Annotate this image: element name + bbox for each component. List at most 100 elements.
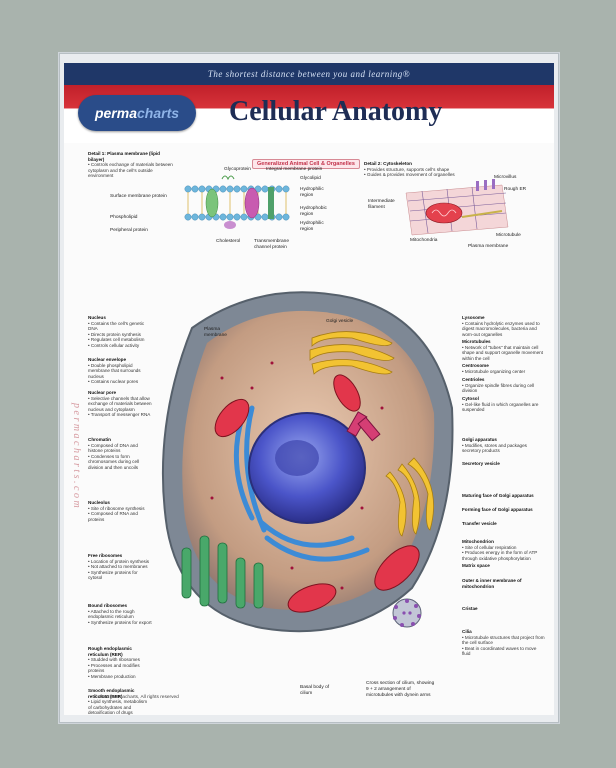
label-transmembrane: Transmembrane channel protein	[254, 239, 290, 250]
left-annotation-heading: Chromatin	[88, 437, 111, 442]
left-annotation-text: • Selective channels that allow exchange…	[88, 395, 152, 418]
left-annotation-text: • Attached to the rough endoplasmic reti…	[88, 608, 152, 625]
right-annotation-heading: Lysosome	[462, 315, 485, 320]
tagline-bar: The shortest distance between you and le…	[64, 63, 554, 85]
right-annotation-heading: Cytosol	[462, 396, 479, 401]
left-annotation-block: Chromatin• Composed of DNA and histone p…	[88, 437, 152, 471]
left-annotation-text: • Location of protein synthesis • Not at…	[88, 558, 150, 581]
right-annotation-block: Secretory vesicle	[462, 461, 546, 467]
right-annotation-heading: Transfer vesicle	[462, 521, 497, 526]
label-phospholipid: Phospholipid	[110, 215, 138, 220]
left-annotation-block: Nucleolus• Site of ribosome synthesis • …	[88, 500, 152, 522]
right-annotation-heading: Matrix space	[462, 563, 490, 568]
left-annotation-block: Nuclear envelope• Double phospholipid me…	[88, 357, 152, 385]
right-annotation-heading: Maturing face of Golgi apparatus	[462, 493, 534, 498]
left-annotation-heading: Smooth endoplasmic reticulum (SER)	[88, 688, 135, 699]
right-annotation-heading: Outer & inner membrane of mitochondrion	[462, 578, 522, 589]
right-annotation-text: • Microtubule structures that project fr…	[462, 634, 545, 657]
right-annotation-block: Forming face of Golgi apparatus	[462, 507, 546, 513]
right-annotation-text: • Gel-like fluid in which organelles are…	[462, 401, 539, 413]
right-annotation-block: Cilia• Microtubule structures that proje…	[462, 629, 546, 657]
label-mitochondria-detail: Mitochondria	[410, 238, 438, 243]
left-annotation-text: • Lipid synthesis, metabolism of carbohy…	[88, 699, 148, 715]
label-basal-body: Basal body of cilium	[300, 685, 330, 696]
label-cholesterol: Cholesterol	[216, 239, 241, 244]
right-annotation-block: Centrosome• Microtubule organizing cente…	[462, 363, 546, 374]
right-annotation-text: • Modifies, stores and packages secretor…	[462, 442, 527, 454]
right-annotation-block: Outer & inner membrane of mitochondrion	[462, 578, 546, 589]
detail2-desc: • Provides structure, supports cell's sh…	[364, 166, 455, 178]
right-annotation-heading: Forming face of Golgi apparatus	[462, 507, 533, 512]
left-annotation-block: Nucleus• Contains the cell's genetic DNA…	[88, 315, 152, 349]
detail2-text: Detail 2: Cytoskeleton • Provides struct…	[364, 161, 460, 178]
label-integral: Integral membrane protein	[266, 167, 323, 172]
label-microvillus: Microvillus	[494, 175, 517, 180]
left-annotation-heading: Nuclear pore	[88, 390, 117, 395]
chart-card: The shortest distance between you and le…	[64, 63, 554, 715]
right-annotation-block: Cytosol• Gel-like fluid in which organel…	[462, 396, 546, 413]
right-annotation-block: Maturing face of Golgi apparatus	[462, 493, 546, 499]
detail1-text: Detail 1: Plasma membrane (lipid bilayer…	[88, 151, 176, 179]
detail2-heading: Detail 2: Cytoskeleton	[364, 161, 412, 166]
vertical-brand: permacharts.com	[71, 403, 82, 511]
right-annotation-heading: Centrioles	[462, 377, 485, 382]
left-annotation-heading: Bound ribosomes	[88, 603, 128, 608]
label-rough-er-detail: Rough ER	[504, 187, 527, 192]
left-annotation-block: Rough endoplasmic reticulum (RER)• Studd…	[88, 646, 152, 680]
right-annotation-heading: Cristae	[462, 606, 478, 611]
right-annotation-block: Lysosome• Contains hydrolytic enzymes us…	[462, 315, 546, 337]
right-annotation-text: • Site of cellular respiration • Produce…	[462, 544, 538, 561]
left-annotation-text: • Studded with ribosomes • Processes and…	[88, 657, 140, 679]
left-annotation-heading: Rough endoplasmic reticulum (RER)	[88, 646, 132, 657]
label-golgi-vesicle: Golgi vesicle	[326, 319, 354, 324]
label-surface-protein: Surface membrane protein	[110, 194, 167, 199]
label-peripheral: Peripheral protein	[110, 228, 148, 233]
left-annotation-heading: Nuclear envelope	[88, 357, 127, 362]
label-plasma-membrane-detail: Plasma membrane	[468, 244, 509, 249]
right-annotation-block: Golgi apparatus• Modifies, stores and pa…	[462, 437, 546, 454]
right-annotation-heading: Mitochondrion	[462, 539, 494, 544]
right-annotation-text: • Contains hydrolytic enzymes used to di…	[462, 320, 540, 337]
right-annotation-text: • Network of "tubes" that maintain cell …	[462, 344, 543, 361]
label-plasma-membrane: Plasma membrane	[204, 327, 227, 338]
right-annotation-heading: Centrosome	[462, 363, 489, 368]
label-microtubule: Microtubule	[496, 233, 521, 238]
left-annotation-heading: Nucleolus	[88, 500, 110, 505]
logo-text-accent: charts	[137, 105, 180, 121]
detail1-desc: • Controls exchange of materials between…	[88, 162, 173, 179]
right-annotation-block: Microtubules• Network of "tubes" that ma…	[462, 339, 546, 361]
organelles-banner: Generalized Animal Cell & Organelles	[252, 159, 360, 169]
laminated-chart: The shortest distance between you and le…	[58, 52, 560, 724]
left-annotation-text: • Double phospholipid membrane that surr…	[88, 362, 141, 385]
right-annotation-block: Cristae	[462, 606, 546, 612]
label-glycolipid: Glycolipid	[300, 176, 321, 181]
animal-cell-illustration	[161, 291, 454, 633]
right-annotation-heading: Golgi apparatus	[462, 437, 497, 442]
label-glycoprotein: Glycoprotein	[224, 167, 251, 172]
right-annotation-heading: Microtubules	[462, 339, 491, 344]
page-title: Cellular Anatomy	[229, 96, 443, 127]
right-annotation-heading: Secretory vesicle	[462, 461, 500, 466]
right-annotation-block: Matrix space	[462, 563, 546, 569]
left-annotation-block: Bound ribosomes• Attached to the rough e…	[88, 603, 152, 625]
tagline: The shortest distance between you and le…	[207, 69, 411, 79]
left-annotation-block: Smooth endoplasmic reticulum (SER)• Lipi…	[88, 688, 152, 715]
cytoskeleton-illustration	[405, 179, 509, 236]
right-annotation-block: Transfer vesicle	[462, 521, 546, 527]
label-cilium-cross-section: Cross section of cilium, showing 9 + 2 a…	[366, 681, 435, 698]
left-annotation-text: • Site of ribosome synthesis • Composed …	[88, 505, 145, 522]
left-annotation-block: Free ribosomes• Location of protein synt…	[88, 553, 152, 581]
membrane-illustration	[184, 175, 290, 229]
right-annotation-text: • Microtubule organizing center	[462, 368, 526, 374]
label-hydrophilic-top: Hydrophilic region	[300, 187, 324, 198]
left-annotation-text: • Contains the cell's genetic DNA • Dire…	[88, 320, 145, 348]
right-annotation-block: Mitochondrion• Site of cellular respirat…	[462, 539, 546, 561]
right-annotation-text: • Organize spindle fibres during cell di…	[462, 382, 535, 394]
detail1-heading: Detail 1: Plasma membrane (lipid bilayer…	[88, 151, 160, 162]
label-hydrophobic: Hydrophobic region	[300, 206, 327, 217]
left-annotation-text: • Composed of DNA and histone proteins •…	[88, 442, 140, 470]
left-annotation-heading: Free ribosomes	[88, 553, 123, 558]
left-annotation-heading: Nucleus	[88, 315, 106, 320]
right-annotation-heading: Cilia	[462, 629, 472, 634]
